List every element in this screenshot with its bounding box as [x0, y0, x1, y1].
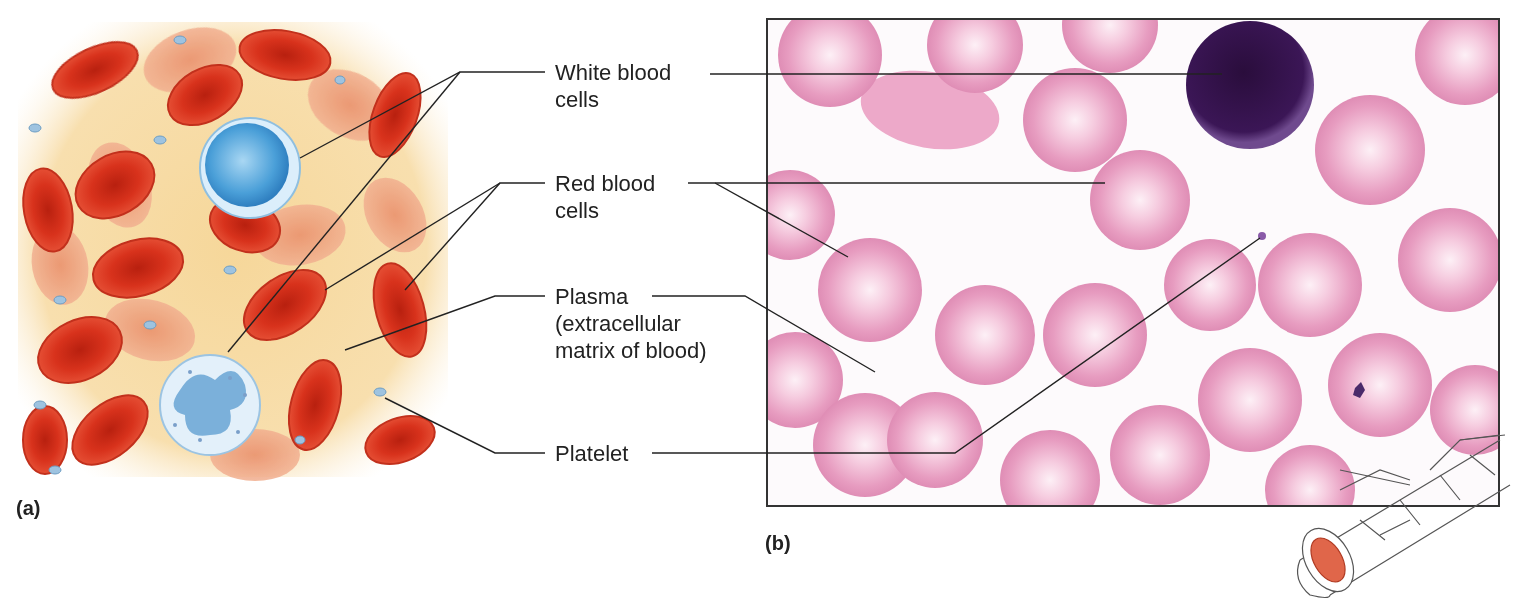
micrograph-frame	[767, 19, 1499, 506]
cell-label: Red blood cells	[555, 170, 705, 224]
micrograph	[767, 19, 1499, 506]
panel-letter: (b)	[765, 530, 825, 557]
cell-label: White blood cells	[555, 59, 705, 113]
panel-letter: (a)	[16, 495, 76, 522]
cell-label: Platelet	[555, 440, 705, 467]
vessel-icon	[1292, 435, 1510, 600]
leader-lines	[228, 72, 1260, 453]
illustration-a	[17, 15, 448, 481]
matrix-label: Plasma (extracellular matrix of blood)	[555, 283, 745, 364]
micrograph-ground	[767, 19, 1499, 506]
